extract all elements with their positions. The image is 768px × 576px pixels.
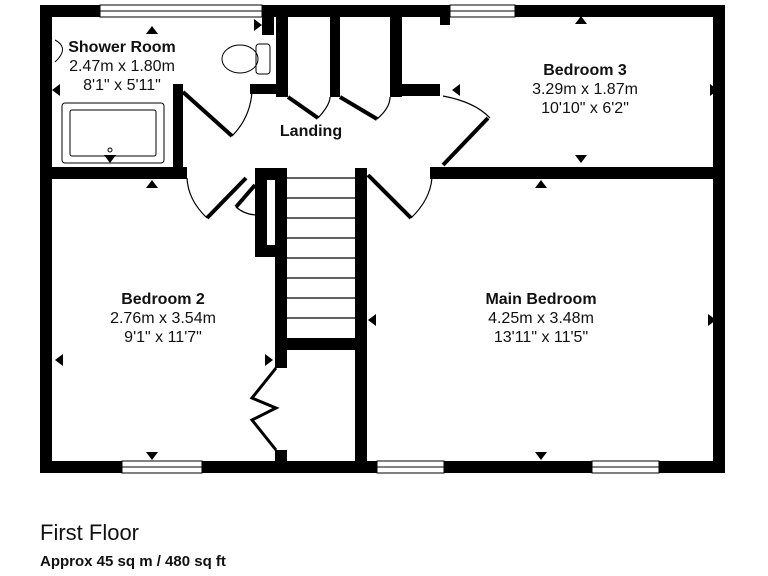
room-name: Main Bedroom [485,291,597,308]
room-name: Landing [279,123,343,140]
room-metric: 2.76m x 3.54m [110,310,216,328]
doors [181,90,491,451]
room-bedroom-3: Bedroom 3 3.29m x 1.87m 10'10" x 6'2" [532,61,638,119]
room-imperial: 9'1" x 11'7" [124,329,202,347]
room-imperial: 8'1" x 5'11" [83,77,161,95]
room-name: Bedroom 2 [121,291,205,308]
staircase [287,177,355,319]
room-name: Shower Room [68,39,176,56]
floor-area: Approx 45 sq m / 480 sq ft [40,553,226,570]
floor-plan [40,4,725,474]
dimension-arrows [52,16,718,460]
room-metric: 4.25m x 3.48m [488,310,594,328]
room-imperial: 13'11" x 11'5" [493,329,589,347]
room-name: Bedroom 3 [543,62,627,79]
room-bedroom-2: Bedroom 2 2.76m x 3.54m 9'1" x 11'7" [110,290,216,348]
floor-title: First Floor [40,520,139,545]
room-metric: 2.47m x 1.80m [69,58,175,76]
room-imperial: 10'10" x 6'2" [541,100,629,118]
room-shower-room: Shower Room 2.47m x 1.80m 8'1" x 5'11" [68,38,176,96]
room-landing: Landing [280,122,342,141]
room-main-bedroom: Main Bedroom 4.25m x 3.48m 13'11" x 11'5… [485,290,596,348]
room-metric: 3.29m x 1.87m [532,81,638,99]
windows [99,4,660,474]
fixtures [54,39,271,164]
